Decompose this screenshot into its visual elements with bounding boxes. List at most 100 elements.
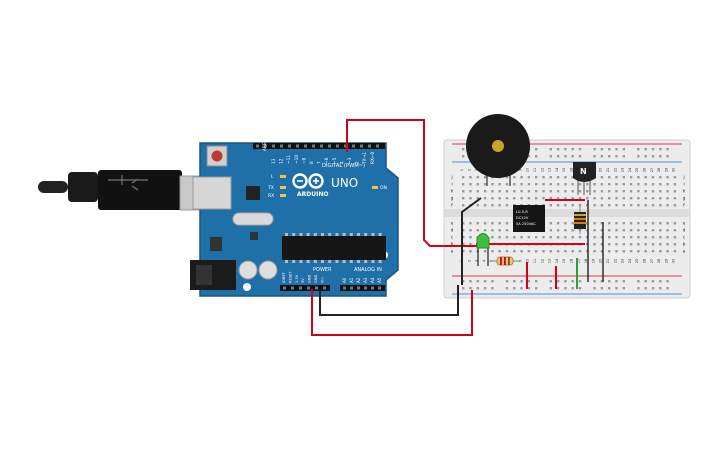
relay[interactable]: LU-5-R DC12V 5A 250VAC (513, 205, 545, 232)
usb-port (192, 176, 232, 210)
breadboard-column-number: 20 (599, 168, 603, 172)
breadboard-hole (622, 287, 625, 290)
breadboard-row-letter: f (451, 203, 453, 208)
breadboard-hole (608, 250, 611, 253)
breadboard-hole (535, 287, 538, 290)
breadboard-hole (462, 236, 465, 239)
power-pin-label: GND (308, 275, 312, 283)
breadboard-column-number: 25 (635, 168, 639, 172)
breadboard-hole (666, 155, 669, 158)
breadboard-hole (600, 222, 604, 225)
breadboard-hole (505, 222, 509, 225)
breadboard-hole (578, 250, 582, 253)
breadboard-hole (637, 155, 640, 158)
wire-red-5v[interactable] (311, 289, 473, 336)
breadboard-column-number: 15 (562, 168, 566, 172)
breadboard-hole (615, 148, 618, 151)
resistor-band (504, 257, 506, 265)
header-hole (272, 144, 275, 148)
breadboard-hole (564, 229, 567, 232)
breadboard-hole (483, 229, 487, 232)
breadboard-hole (608, 236, 611, 239)
breadboard-hole (651, 197, 655, 200)
wire-black-breadboard[interactable] (461, 197, 482, 285)
breadboard-column-number: 28 (657, 259, 661, 263)
breadboard-hole (476, 287, 479, 290)
digital-pin-label: 12 (279, 158, 285, 164)
breadboard-hole (483, 204, 487, 207)
breadboard-hole (629, 190, 633, 193)
piezo-buzzer[interactable] (466, 114, 530, 186)
breadboard-hole (469, 236, 472, 239)
breadboard-column-number: 26 (643, 168, 647, 172)
breadboard-hole (622, 190, 625, 193)
header-hole (296, 144, 299, 148)
breadboard-hole (491, 280, 494, 283)
breadboard-hole (659, 197, 662, 200)
breadboard-hole (462, 155, 465, 158)
breadboard-hole (462, 287, 465, 290)
header-hole (299, 286, 302, 290)
breadboard-hole (462, 183, 465, 186)
green-led[interactable] (476, 233, 490, 249)
breadboard-hole (513, 236, 516, 239)
breadboard-hole (556, 229, 560, 232)
breadboard-hole (571, 280, 574, 283)
breadboard-hole (513, 176, 516, 179)
header-hole (315, 286, 318, 290)
power-pin-label: RESET (288, 271, 292, 283)
breadboard-hole (593, 183, 596, 186)
breadboard-hole (469, 229, 472, 232)
breadboard-hole (615, 183, 618, 186)
chip-pin (313, 260, 317, 263)
chip-pin (349, 233, 353, 236)
header-hole (336, 144, 339, 148)
breadboard-column-number: 18 (584, 259, 588, 263)
breadboard-hole (498, 190, 501, 193)
breadboard-hole (637, 250, 640, 253)
breadboard-hole (549, 190, 552, 193)
header-hole (283, 286, 286, 290)
breadboard-hole (666, 250, 669, 253)
header-hole (344, 144, 347, 148)
breadboard-hole (673, 197, 677, 200)
breadboard-hole (505, 280, 509, 283)
breadboard-row-letter: g (683, 196, 686, 201)
breadboard-hole (535, 155, 538, 158)
npn-transistor[interactable]: N (573, 162, 596, 195)
breadboard-hole (651, 236, 655, 239)
breadboard-hole (615, 280, 618, 283)
chip-pin (357, 260, 360, 263)
wire-red-digital-pin[interactable] (346, 119, 478, 247)
breadboard-hole (491, 236, 494, 239)
breadboard-hole (498, 204, 501, 207)
wires[interactable] (311, 119, 604, 336)
breadboard-hole (469, 183, 472, 186)
breadboard-hole (659, 222, 662, 225)
breadboard-hole (659, 183, 662, 186)
breadboard-column-number: 16 (570, 168, 574, 172)
breadboard-hole (593, 204, 596, 207)
breadboard-hole (608, 204, 611, 207)
breadboard-hole (578, 236, 582, 239)
header-hole (371, 286, 374, 290)
digital-pin-label: ~3 (347, 157, 353, 164)
breadboard-hole (571, 190, 574, 193)
breadboard-hole (637, 176, 640, 179)
breadboard-hole (578, 190, 582, 193)
resistor[interactable] (490, 256, 520, 266)
breadboard-hole (556, 250, 560, 253)
breadboard-hole (637, 243, 640, 246)
breadboard-column-number: 1 (460, 169, 464, 171)
diode[interactable] (574, 206, 586, 234)
reset-button-cap[interactable] (211, 150, 223, 162)
led-rx-label: RX (268, 193, 274, 199)
wire-black-gnd[interactable] (319, 285, 459, 316)
breadboard-hole (549, 183, 552, 186)
breadboard-hole (527, 287, 531, 290)
led-tx (280, 186, 286, 189)
digital-pin-label: ~11 (286, 155, 292, 164)
breadboard-column-number: 9 (518, 169, 522, 171)
